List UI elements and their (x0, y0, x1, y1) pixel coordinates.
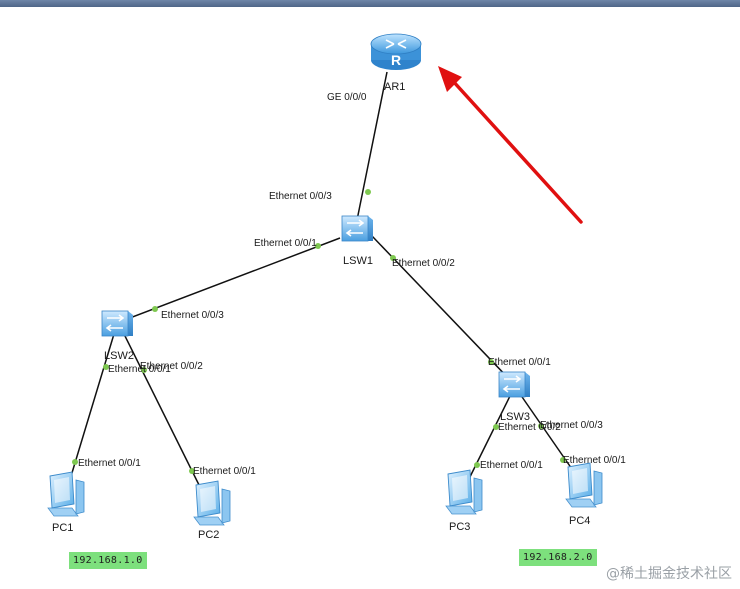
port-label-lsw3-e3: Ethernet 0/0/3 (540, 420, 603, 431)
router-icon: R (370, 33, 422, 70)
pc-pc4[interactable] (565, 462, 603, 508)
port-dot (560, 457, 566, 463)
pc-icon (565, 462, 603, 508)
port-label-lsw3-e1: Ethernet 0/0/1 (488, 357, 551, 368)
device-label-lsw1: LSW1 (343, 255, 373, 267)
port-dot (365, 189, 371, 195)
pc-icon (445, 469, 483, 515)
port-label-pc1-e1: Ethernet 0/0/1 (78, 458, 141, 469)
port-dot (103, 364, 109, 370)
port-dot (315, 243, 321, 249)
link-lsw2-pc1 (64, 333, 115, 497)
link-lsw1-lsw2 (121, 237, 341, 322)
pc-icon (193, 480, 231, 526)
switch-icon (341, 215, 374, 242)
port-dot (538, 423, 544, 429)
subnet-label-right: 192.168.2.0 (519, 549, 597, 566)
port-dot (390, 255, 396, 261)
device-label-pc4: PC4 (569, 515, 590, 527)
port-dot (141, 367, 147, 373)
port-label-lsw2-e3: Ethernet 0/0/3 (161, 310, 224, 321)
switch-icon (101, 310, 134, 337)
annotation-arrow (438, 66, 583, 224)
port-dot (189, 468, 195, 474)
port-label-pc3-e1: Ethernet 0/0/1 (480, 460, 543, 471)
port-label-lsw1-e1: Ethernet 0/0/1 (254, 238, 317, 249)
switch-icon (498, 371, 531, 398)
device-label-lsw3: LSW3 (500, 411, 530, 423)
port-dot (488, 359, 494, 365)
port-label-pc4-e1: Ethernet 0/0/1 (563, 455, 626, 466)
device-label-pc2: PC2 (198, 529, 219, 541)
port-label-lsw2-e1: Ethernet 0/0/1 (108, 364, 171, 375)
svg-text:R: R (391, 52, 401, 68)
pc-pc3[interactable] (445, 469, 483, 515)
device-label-ar1: AR1 (384, 81, 405, 93)
window-title-bar (0, 0, 740, 7)
port-dot (474, 462, 480, 468)
port-label-ar1-ge: GE 0/0/0 (327, 92, 367, 103)
watermark: @稀土掘金技术社区 (606, 566, 732, 582)
link-ar1-lsw1 (355, 71, 388, 226)
port-label-lsw2-e2: Ethernet 0/0/2 (140, 361, 203, 372)
subnet-label-left: 192.168.1.0 (69, 552, 147, 569)
port-label-lsw1-e3: Ethernet 0/0/3 (269, 191, 332, 202)
port-label-lsw1-e2: Ethernet 0/0/2 (392, 258, 455, 269)
device-label-pc1: PC1 (52, 522, 73, 534)
port-dot (72, 459, 78, 465)
pc-pc2[interactable] (193, 480, 231, 526)
port-dot (152, 306, 158, 312)
pc-icon (47, 471, 85, 517)
switch-lsw2[interactable] (101, 310, 134, 337)
device-label-lsw2: LSW2 (104, 350, 134, 362)
switch-lsw1[interactable] (341, 215, 374, 242)
router-ar1[interactable]: R (370, 33, 422, 70)
port-label-pc2-e1: Ethernet 0/0/1 (193, 466, 256, 477)
switch-lsw3[interactable] (498, 371, 531, 398)
port-label-lsw3-e2: Ethernet 0/0/2 (498, 422, 561, 433)
port-dot (493, 424, 499, 430)
pc-pc1[interactable] (47, 471, 85, 517)
device-label-pc3: PC3 (449, 521, 470, 533)
link-lsw1-lsw3 (371, 235, 513, 383)
